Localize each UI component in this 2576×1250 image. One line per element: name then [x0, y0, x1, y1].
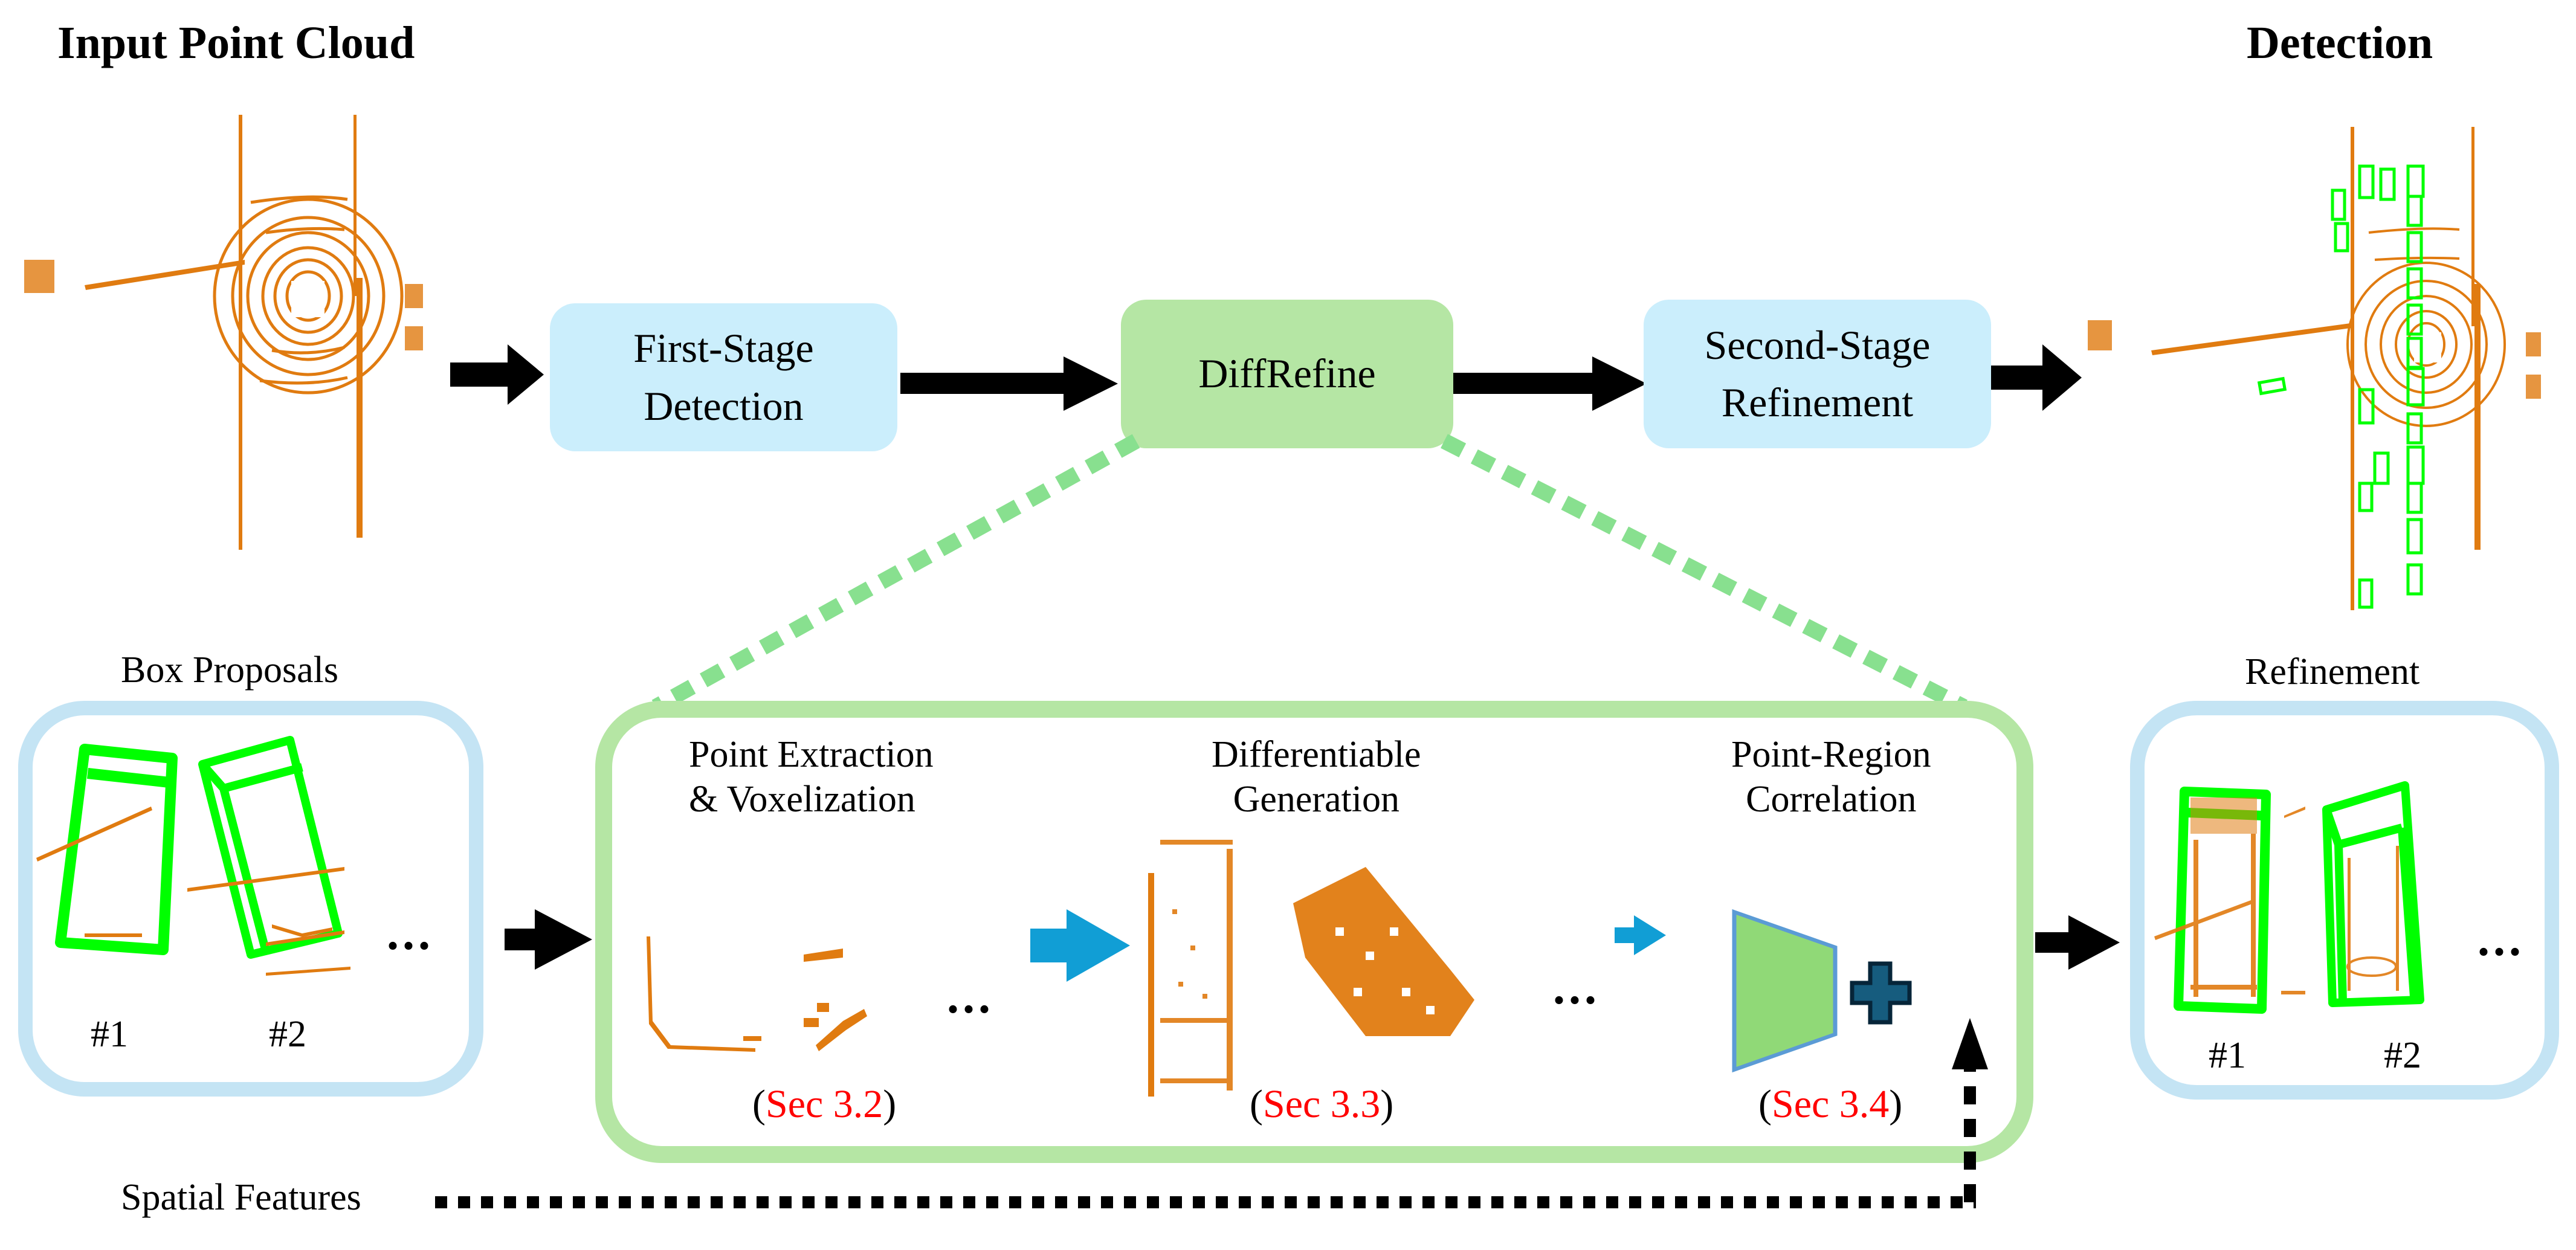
refinement-title: Refinement: [2245, 651, 2420, 692]
proposal-label-1: #1: [91, 1014, 128, 1055]
stage-generation-line1: Differentiable: [1212, 734, 1421, 775]
input-point-cloud-image: [24, 115, 423, 550]
blue-arrow-1: [1030, 909, 1130, 982]
generated-points: [1148, 840, 1474, 1097]
zoom-line-left: [651, 434, 1140, 714]
arrow-input-to-first-stage: [450, 344, 544, 405]
plus-icon: [1850, 961, 1912, 1025]
sec-3-2-link: Sec 3.2: [765, 1082, 883, 1126]
arrow-first-stage-to-diffrefine: [900, 356, 1118, 411]
detection-output-image: [2088, 127, 2541, 610]
refined-box-2: [2322, 781, 2424, 1007]
arrow-diffrefine-to-second-stage: [1453, 356, 1647, 411]
box-proposals-drawing: [36, 736, 350, 976]
second-stage-line1: Second-Stage: [1704, 321, 1931, 368]
diffrefine-box: DiffRefine: [1121, 300, 1453, 448]
paren-open: (: [1758, 1082, 1772, 1126]
stage-point-extraction-title: Point Extraction & Voxelization: [689, 732, 934, 822]
diffrefine-label: DiffRefine: [1198, 350, 1376, 397]
zoom-line-right: [1441, 434, 1968, 714]
refinement-panel: [2130, 701, 2559, 1100]
refined-label-2: #2: [2384, 1035, 2421, 1076]
input-point-cloud-points: [24, 115, 423, 550]
detection-point-cloud-points: [2088, 127, 2541, 610]
input-point-cloud-title: Input Point Cloud: [57, 18, 415, 68]
refinement-ellipsis: ...: [2478, 913, 2525, 966]
stage2-section-ref: (Sec 3.3): [1250, 1081, 1393, 1127]
first-stage-detection-box: First-Stage Detection: [550, 303, 897, 451]
stage-correlation-line2: Correlation: [1746, 779, 1917, 820]
extracted-points: [647, 936, 867, 1052]
proposal-box-1: [55, 744, 178, 955]
detection-boxes: [2257, 164, 2425, 609]
arrow-diffrefine-to-refinement: [2035, 915, 2120, 970]
stage-differentiable-generation-title: Differentiable Generation: [1212, 732, 1421, 822]
stage1-ellipsis: ...: [947, 970, 994, 1023]
proposal-points: [36, 807, 350, 976]
detection-title: Detection: [2247, 18, 2433, 68]
sec-3-3-link: Sec 3.3: [1262, 1082, 1381, 1126]
box-proposals-title: Box Proposals: [121, 649, 338, 691]
paren-open: (: [1250, 1082, 1263, 1126]
blue-arrow-2: [1615, 915, 1666, 955]
first-stage-line1: First-Stage: [633, 325, 814, 372]
paren-close: ): [883, 1082, 897, 1126]
spatial-features-label: Spatial Features: [121, 1177, 361, 1218]
second-stage-line2: Refinement: [1721, 379, 1914, 425]
stage-correlation-line1: Point-Region: [1731, 734, 1931, 775]
stage3-section-ref: (Sec 3.4): [1758, 1081, 1902, 1127]
arrow-second-stage-to-detection: [1991, 344, 2082, 411]
stage-point-extraction-line2: & Voxelization: [689, 779, 915, 820]
paren-open: (: [752, 1082, 766, 1126]
stage-point-extraction-line1: Point Extraction: [689, 734, 934, 775]
sec-3-4-link: Sec 3.4: [1771, 1082, 1890, 1126]
stage2-ellipsis: ...: [1553, 961, 1600, 1014]
refined-points: [2154, 797, 2399, 997]
proposal-label-2: #2: [269, 1014, 306, 1055]
stage-generation-line2: Generation: [1233, 779, 1399, 820]
stage1-section-ref: (Sec 3.2): [752, 1081, 896, 1127]
paren-close: ): [1380, 1082, 1394, 1126]
second-stage-refinement-box: Second-Stage Refinement: [1644, 300, 1991, 448]
stage-point-region-correlation-title: Point-Region Correlation: [1731, 732, 1931, 822]
arrow-proposals-to-diffrefine: [505, 909, 592, 970]
encoder-trapezoid-icon: [1732, 909, 1838, 1073]
refinement-drawing: [2154, 781, 2424, 1014]
proposal-ellipsis: ...: [387, 907, 434, 960]
refined-label-1: #1: [2209, 1035, 2246, 1076]
first-stage-line2: Detection: [644, 382, 804, 429]
paren-close: ): [1889, 1082, 1903, 1126]
